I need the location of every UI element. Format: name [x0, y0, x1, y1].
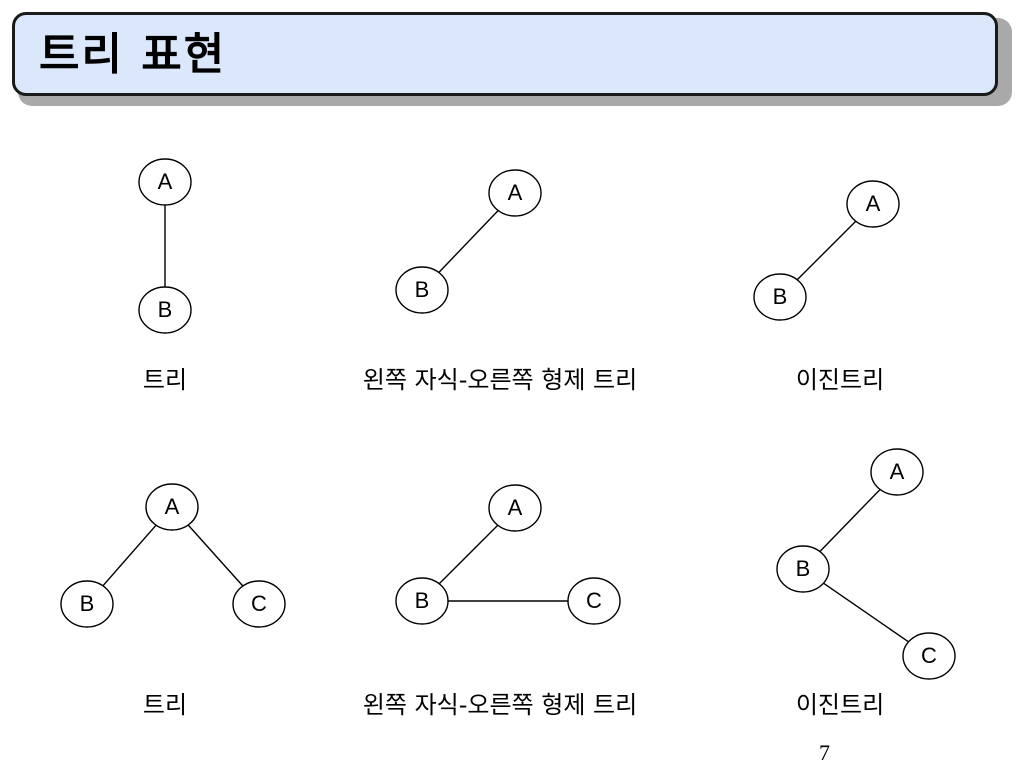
- node-label: C: [586, 588, 602, 613]
- node-b: B: [753, 273, 807, 321]
- node-label: A: [165, 494, 180, 519]
- node-circle: [60, 580, 114, 628]
- edge-a-b: [102, 524, 157, 587]
- node-circle: [138, 158, 192, 206]
- node-label: B: [80, 591, 95, 616]
- edge-a-b: [819, 488, 881, 553]
- node-label: A: [158, 169, 173, 194]
- node-c: C: [232, 580, 286, 628]
- node-circle: [488, 169, 542, 217]
- node-label: B: [796, 556, 811, 581]
- node-circle: [753, 273, 807, 321]
- node-circle: [776, 545, 830, 593]
- node-circle: [145, 483, 199, 531]
- diagram-caption: 이진트리: [796, 366, 884, 394]
- node-a: A: [145, 483, 199, 531]
- diagram-2: A B 왼쪽 자식-오른쪽 형제 트리: [363, 169, 637, 394]
- diagram-caption: 왼쪽 자식-오른쪽 형제 트리: [363, 366, 637, 394]
- node-b: B: [395, 266, 449, 314]
- node-circle: [846, 180, 900, 228]
- edge-a-b: [796, 220, 857, 281]
- diagram-caption: 트리: [143, 366, 187, 394]
- node-b: B: [395, 577, 449, 625]
- node-circle: [395, 577, 449, 625]
- diagram-caption: 이진트리: [796, 691, 884, 719]
- diagram-caption: 왼쪽 자식-오른쪽 형제 트리: [363, 691, 637, 719]
- node-label: A: [890, 459, 905, 484]
- diagram-3: A B 이진트리: [753, 180, 900, 394]
- node-label: C: [921, 643, 937, 668]
- node-circle: [395, 266, 449, 314]
- page-number: 7: [819, 740, 830, 765]
- node-a: A: [488, 484, 542, 532]
- edge-a-c: [187, 524, 244, 587]
- node-circle: [488, 484, 542, 532]
- node-circle: [138, 286, 192, 334]
- diagram-5: A B C 왼쪽 자식-오른쪽 형제 트리: [363, 484, 637, 719]
- node-c: C: [567, 577, 621, 625]
- page-title: 트리 표현: [39, 29, 227, 80]
- node-label: A: [508, 180, 523, 205]
- node-b: B: [776, 545, 830, 593]
- node-a: A: [846, 180, 900, 228]
- node-a: A: [870, 448, 924, 496]
- node-a: A: [488, 169, 542, 217]
- diagram-1: A B 트리: [138, 158, 192, 394]
- node-label: C: [251, 591, 267, 616]
- node-b: B: [138, 286, 192, 334]
- node-circle: [870, 448, 924, 496]
- diagram-caption: 트리: [143, 691, 187, 719]
- edge-b-c: [823, 582, 909, 643]
- node-label: B: [415, 277, 430, 302]
- node-label: B: [415, 588, 430, 613]
- node-b: B: [60, 580, 114, 628]
- node-label: B: [773, 284, 788, 309]
- title-banner: 트리 표현: [12, 12, 998, 96]
- node-circle: [232, 580, 286, 628]
- node-a: A: [138, 158, 192, 206]
- diagram-4: A B C 트리: [60, 483, 286, 719]
- edge-a-b: [438, 524, 499, 585]
- node-label: B: [158, 297, 173, 322]
- node-label: A: [508, 495, 523, 520]
- diagram-6: A B C 이진트리: [776, 448, 956, 719]
- edge-a-b: [438, 210, 499, 273]
- node-label: A: [866, 191, 881, 216]
- node-circle: [567, 577, 621, 625]
- node-circle: [902, 632, 956, 680]
- node-c: C: [902, 632, 956, 680]
